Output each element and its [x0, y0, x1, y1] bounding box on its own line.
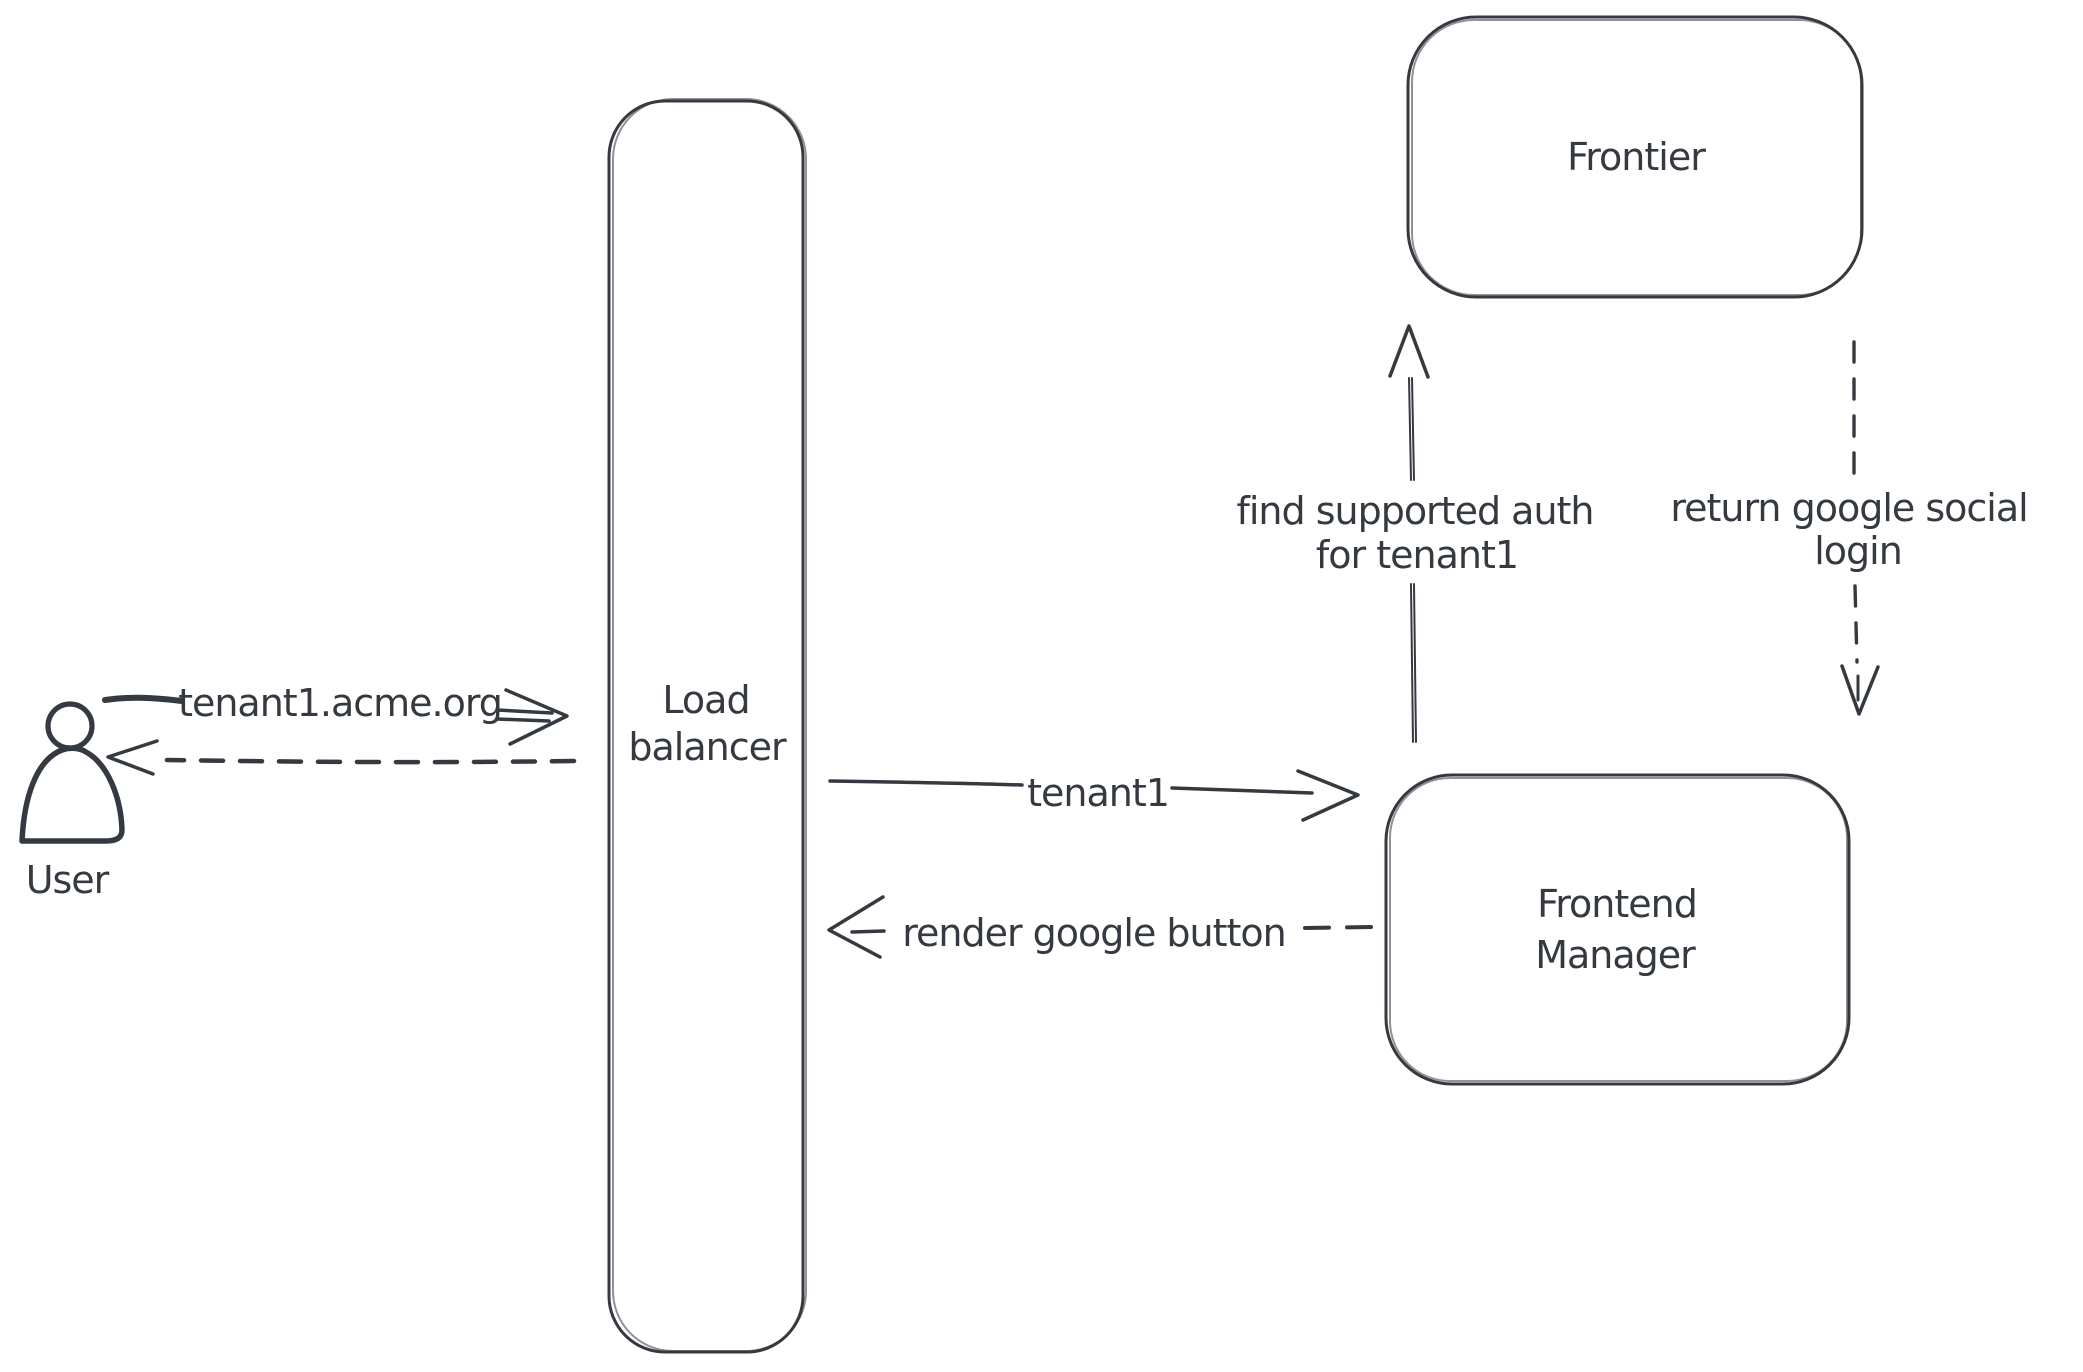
arrow-lb-to-fm-line-right	[1170, 786, 1314, 795]
arrow-lb-to-fm: tenant1	[828, 769, 1360, 822]
frontier-label: Frontier	[1567, 135, 1706, 179]
arrow-lb-to-fm-label: tenant1	[1027, 771, 1169, 815]
arrow-fm-to-frontier-shaft-top	[1408, 377, 1415, 481]
user-body	[19, 745, 125, 844]
arrow-fm-to-frontier-label-line2: for tenant1	[1316, 533, 1518, 577]
load-balancer-label-line1: Load	[662, 678, 749, 722]
arrow-fm-to-frontier-shaft-bottom	[1410, 583, 1417, 743]
arrow-lb-to-user-line	[164, 757, 577, 765]
frontier-box-echo	[1411, 19, 1862, 296]
arrow-fm-to-frontier: find supported auth for tenant1	[1236, 324, 1595, 743]
arrow-frontier-to-fm-head	[1840, 664, 1880, 716]
load-balancer-box-echo	[612, 98, 807, 1352]
arrow-frontier-to-fm-label-line2: login	[1814, 529, 1902, 573]
load-balancer-label-line2: balancer	[628, 725, 787, 769]
arrow-fm-to-lb-head	[827, 895, 885, 959]
node-load-balancer: Load balancer	[607, 98, 807, 1354]
frontend-manager-box	[1384, 773, 1851, 1086]
arrow-lb-to-user-head	[106, 739, 159, 776]
arrow-lb-to-fm-line-left	[828, 779, 1024, 787]
arrow-lb-to-user	[106, 739, 577, 776]
arrow-user-to-lb-label: tenant1.acme.org	[178, 681, 502, 725]
user-head-icon	[45, 701, 95, 751]
arrow-frontier-to-fm-label-line1: return google social	[1670, 486, 2027, 530]
user-actor: User	[19, 701, 125, 902]
arrow-fm-to-lb-dash-left	[850, 929, 886, 934]
arrow-fm-to-lb-label: render google button	[902, 911, 1286, 955]
arrow-fm-to-lb-dash-right	[1303, 925, 1374, 930]
node-frontier: Frontier	[1406, 15, 1864, 299]
arrow-fm-to-frontier-label-line1: find supported auth	[1236, 489, 1593, 533]
arrow-fm-to-frontier-head	[1388, 324, 1430, 379]
arrow-lb-to-fm-head	[1296, 769, 1360, 822]
arrow-frontier-to-fm-dash-bottom	[1853, 584, 1859, 664]
node-frontend-manager: Frontend Manager	[1384, 773, 1851, 1086]
frontend-manager-label-line1: Frontend	[1537, 882, 1697, 926]
arrow-user-to-lb-head	[504, 688, 569, 746]
arrow-user-to-lb-start	[102, 694, 185, 704]
arrow-user-to-lb: tenant1.acme.org	[102, 681, 569, 746]
arrow-fm-to-lb: render google button	[827, 895, 1374, 959]
arrow-user-to-lb-line	[495, 708, 554, 723]
arrow-frontier-to-fm: return google social login	[1670, 340, 2029, 716]
frontend-manager-label-line2: Manager	[1535, 933, 1696, 977]
user-label: User	[26, 858, 110, 902]
frontend-manager-box-echo	[1389, 777, 1848, 1082]
